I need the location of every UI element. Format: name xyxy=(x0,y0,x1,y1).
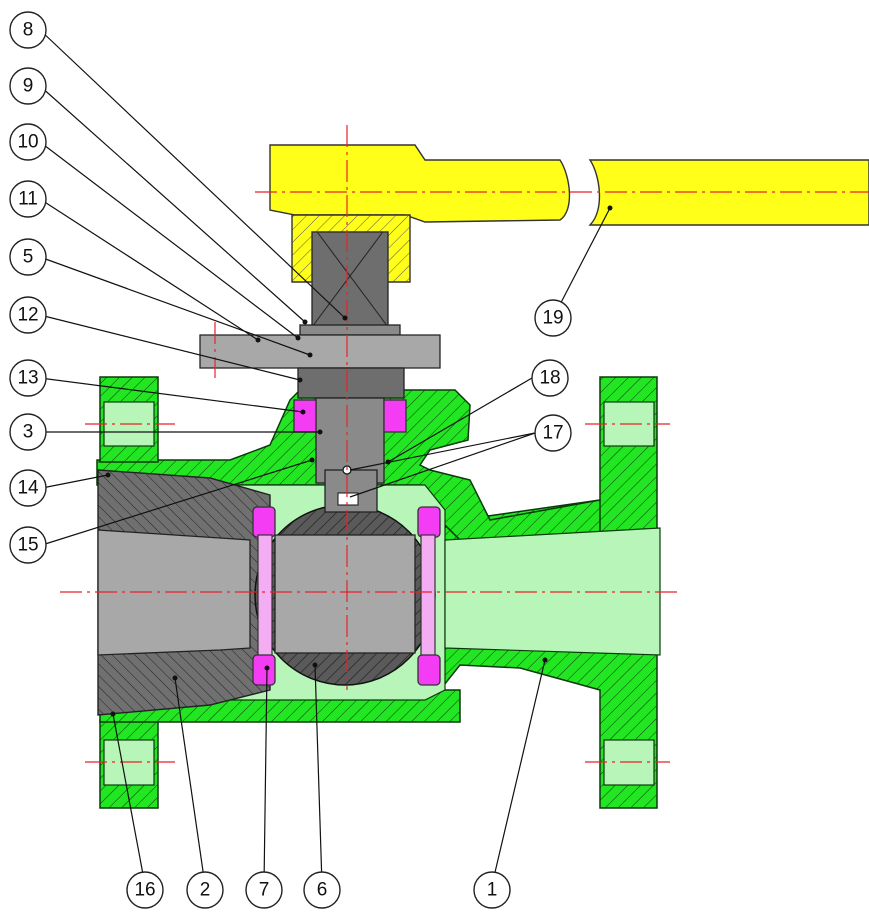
svg-text:11: 11 xyxy=(18,189,38,210)
callout-11: 11 xyxy=(9,180,47,218)
svg-text:3: 3 xyxy=(23,422,34,443)
svg-text:14: 14 xyxy=(17,478,39,499)
ball xyxy=(254,504,436,686)
callout-2: 2 xyxy=(186,871,224,909)
leader-dots xyxy=(105,205,613,717)
svg-text:18: 18 xyxy=(539,368,560,389)
svg-text:12: 12 xyxy=(17,305,38,326)
callout-19: 19 xyxy=(534,299,572,337)
svg-text:10: 10 xyxy=(17,132,38,153)
seats xyxy=(252,506,441,686)
callout-14: 14 xyxy=(9,469,47,507)
callout-13: 13 xyxy=(9,359,47,397)
svg-text:19: 19 xyxy=(542,308,563,329)
callout-8: 8 xyxy=(9,11,47,49)
callout-5: 5 xyxy=(9,238,47,276)
callout-6: 6 xyxy=(303,871,341,909)
callout-9: 9 xyxy=(9,67,47,105)
svg-text:6: 6 xyxy=(317,880,328,901)
callout-17: 17 xyxy=(534,414,572,452)
centre-lines xyxy=(60,125,869,763)
callout-1: 1 xyxy=(473,871,511,909)
svg-text:15: 15 xyxy=(17,535,38,556)
svg-text:5: 5 xyxy=(23,247,34,268)
svg-text:9: 9 xyxy=(23,76,34,97)
callout-12: 12 xyxy=(9,296,47,334)
leader-lines xyxy=(39,29,611,886)
callout-10: 10 xyxy=(9,123,47,161)
svg-text:7: 7 xyxy=(259,880,270,901)
svg-text:1: 1 xyxy=(487,880,498,901)
callout-18: 18 xyxy=(531,359,569,397)
callout-3: 3 xyxy=(9,413,47,451)
svg-text:13: 13 xyxy=(17,368,38,389)
stem-assembly xyxy=(199,224,441,513)
svg-text:17: 17 xyxy=(542,423,563,444)
svg-text:2: 2 xyxy=(200,880,211,901)
callout-15: 15 xyxy=(9,526,47,564)
svg-text:16: 16 xyxy=(134,880,155,901)
callout-7: 7 xyxy=(245,871,283,909)
svg-text:8: 8 xyxy=(23,20,34,41)
callout-16: 16 xyxy=(126,871,164,909)
